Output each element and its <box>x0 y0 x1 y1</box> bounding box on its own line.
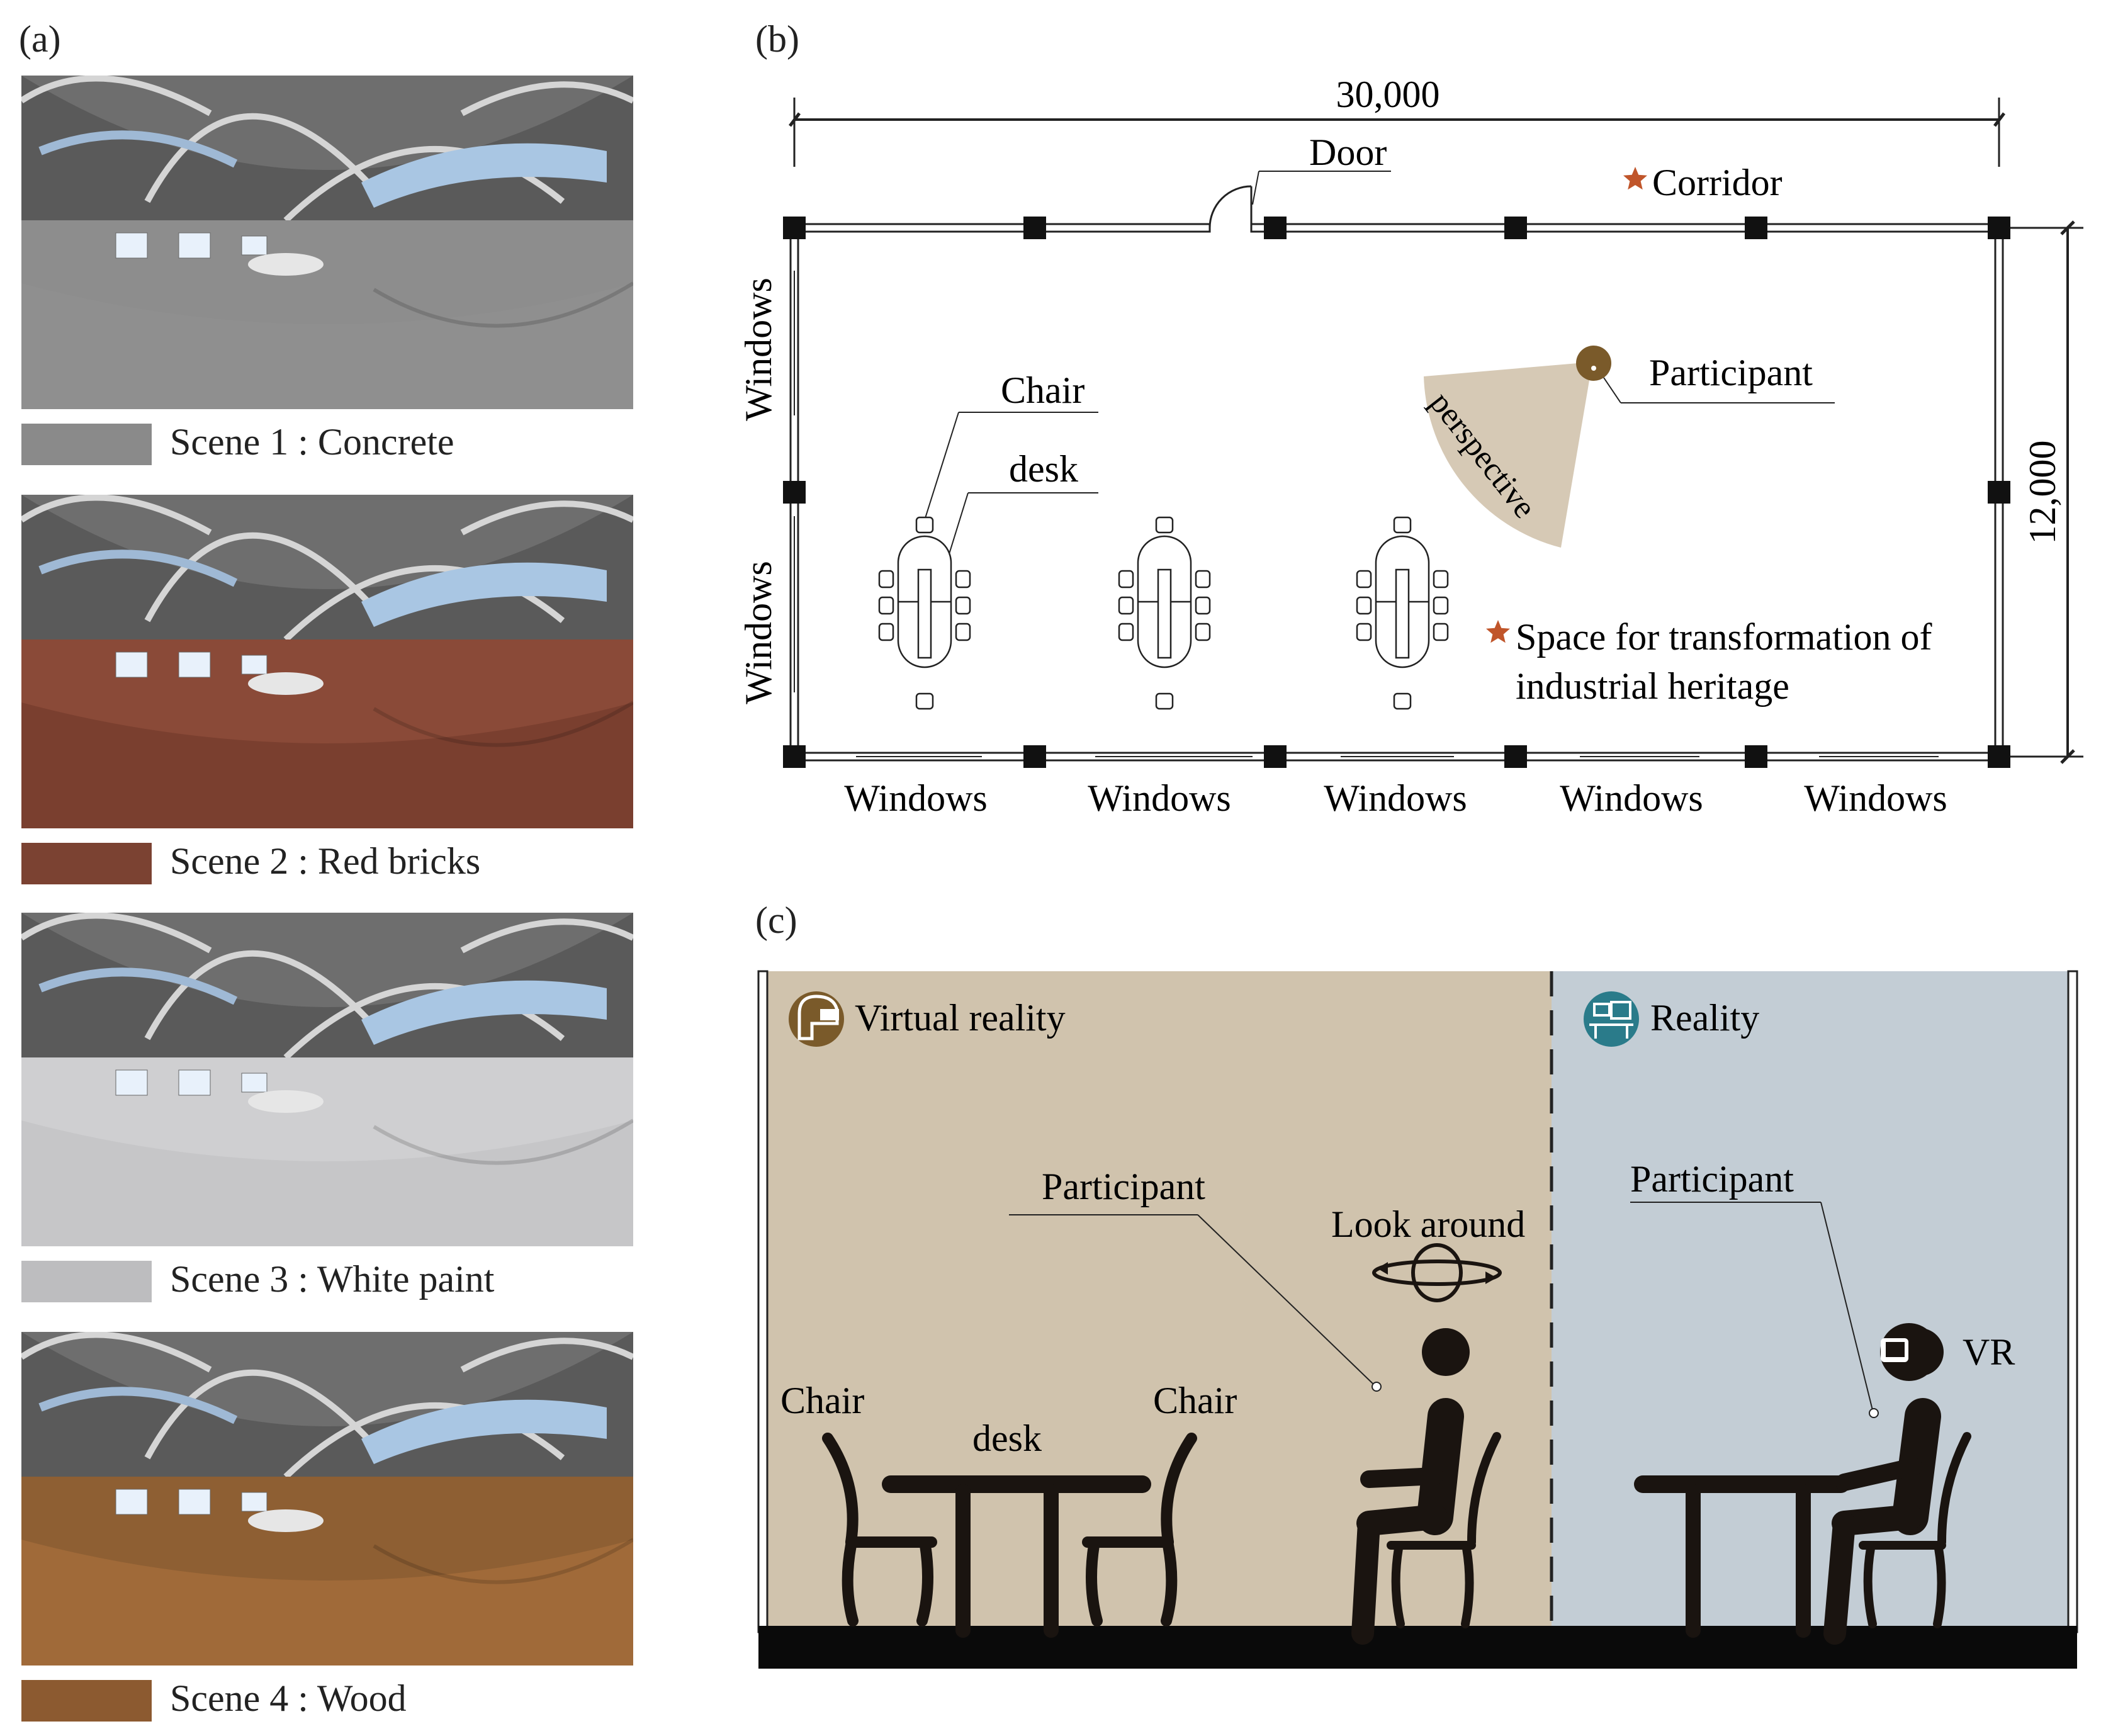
participant-real-label: Participant <box>1630 1158 1794 1200</box>
panel-label-c: (c) <box>755 899 797 941</box>
scene-caption-2: Scene 2 : Red bricks <box>170 840 481 882</box>
look-around-label: Look around <box>1331 1203 1525 1245</box>
desk-groups <box>878 516 1449 710</box>
vr-zone <box>765 971 1552 1632</box>
scene-swatch-3 <box>21 1261 152 1302</box>
scene-panorama-1 <box>21 76 633 409</box>
scene-panorama-4 <box>21 1332 633 1666</box>
chair-left <box>822 1433 937 1626</box>
scene-swatch-4 <box>21 1680 152 1722</box>
participant-label: Participant <box>1649 352 1813 393</box>
scene-swatch-2 <box>21 843 152 884</box>
space-label-line1: Space for transformation of <box>1516 616 1932 658</box>
windows-bottom-3: Windows <box>1324 777 1467 819</box>
space-star-icon <box>1486 620 1510 643</box>
desk-group-3 <box>1356 516 1449 710</box>
windows-bottom-1: Windows <box>844 777 988 819</box>
chair-callout-label: Chair <box>1001 369 1084 411</box>
scene-panorama-3 <box>21 913 633 1246</box>
floor-bar <box>758 1626 2077 1669</box>
vr-title: Virtual reality <box>855 997 1066 1039</box>
vr-headset-figure-icon <box>1880 1323 1938 1381</box>
vr-headset-icon <box>789 991 844 1047</box>
desk-callout-label: desk <box>1009 448 1078 490</box>
door-symbol <box>1208 185 1253 228</box>
vr-label: VR <box>1963 1331 2015 1373</box>
windows-bottom-2: Windows <box>1088 777 1231 819</box>
height-dimension: 12,000 <box>2022 441 2063 544</box>
perspective-fan <box>1424 362 1592 548</box>
chair-right-label: Chair <box>1153 1380 1237 1421</box>
scene-caption-1: Scene 1 : Concrete <box>170 421 454 463</box>
floor-plan: 30,000 12,000 <box>738 74 2083 819</box>
desk-left <box>882 1475 1151 1638</box>
windows-bottom-4: Windows <box>1560 777 1703 819</box>
participant-marker <box>1576 346 1611 381</box>
chair-right <box>1082 1433 1197 1626</box>
windows-bottom-5: Windows <box>1804 777 1947 819</box>
reality-zone <box>1552 971 2077 1632</box>
windows-left-top: Windows <box>738 278 779 421</box>
chair-left-label: Chair <box>780 1380 864 1421</box>
scene-caption-4: Scene 4 : Wood <box>170 1677 407 1719</box>
columns <box>783 217 2010 768</box>
desk-group-1 <box>878 516 971 710</box>
scene-swatch-1 <box>21 424 152 465</box>
panel-label-a: (a) <box>19 18 61 60</box>
door-label: Door <box>1309 132 1387 173</box>
desk-group-2 <box>1118 516 1211 710</box>
corridor-star-icon <box>1623 167 1647 190</box>
desk-label: desk <box>972 1418 1042 1459</box>
rotate-icon <box>1372 1243 1502 1302</box>
width-dimension: 30,000 <box>1336 74 1440 115</box>
reality-title: Reality <box>1650 997 1759 1039</box>
corridor-label: Corridor <box>1652 162 1783 203</box>
scene-panorama-2 <box>21 495 633 828</box>
participant-figure-real <box>1823 1328 1971 1645</box>
desk-reality <box>1634 1475 1850 1638</box>
participant-figure-vr <box>1351 1328 1501 1645</box>
windows-left-bottom: Windows <box>738 561 779 704</box>
participant-vr-label: Participant <box>1042 1166 1205 1207</box>
space-label-line2: industrial heritage <box>1516 665 1789 707</box>
desk-computer-icon <box>1584 991 1639 1047</box>
scene-caption-3: Scene 3 : White paint <box>170 1258 495 1300</box>
panel-label-b: (b) <box>755 18 799 60</box>
